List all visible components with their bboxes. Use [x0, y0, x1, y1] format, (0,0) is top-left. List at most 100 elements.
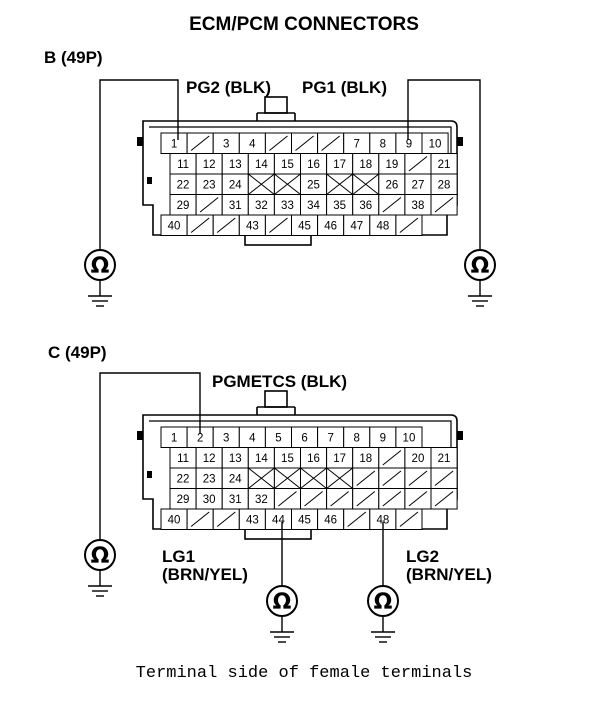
empty-terminal-slash: [434, 470, 454, 486]
terminal-23: 23: [203, 473, 216, 485]
terminal-48: 48: [376, 514, 389, 526]
terminal-32: 32: [255, 494, 268, 506]
terminal-12: 12: [203, 159, 216, 171]
latch-tab: [264, 390, 288, 408]
terminal-13: 13: [229, 159, 242, 171]
terminal-1: 1: [171, 432, 177, 444]
terminal-17: 17: [333, 453, 346, 465]
ohm-symbol: Ω: [374, 590, 393, 615]
empty-terminal-slash: [330, 491, 350, 507]
terminal-5: 5: [275, 432, 281, 444]
terminal-24: 24: [229, 473, 242, 485]
terminal-45: 45: [298, 220, 311, 232]
empty-terminal-slash: [408, 491, 428, 507]
terminal-14: 14: [255, 453, 268, 465]
terminal-19: 19: [385, 159, 398, 171]
terminal-9: 9: [380, 432, 386, 444]
empty-terminal-slash: [399, 217, 419, 233]
terminal-14: 14: [255, 159, 268, 171]
empty-terminal-slash: [269, 217, 288, 233]
lg2-label: LG2: [406, 547, 440, 566]
empty-terminal-slash: [304, 491, 323, 507]
terminal-44: 44: [272, 514, 285, 526]
terminal-24: 24: [229, 179, 242, 191]
lg1-label: LG1: [162, 547, 196, 566]
terminal-17: 17: [333, 159, 346, 171]
terminal-36: 36: [359, 200, 372, 212]
terminal-7: 7: [327, 432, 333, 444]
terminal-45: 45: [298, 514, 311, 526]
ohm-symbol: Ω: [91, 254, 110, 279]
connector-c-label: C (49P): [48, 343, 107, 362]
connector-key: [244, 234, 312, 246]
terminal-46: 46: [324, 514, 337, 526]
empty-terminal-slash: [356, 470, 376, 486]
terminal-22: 22: [177, 179, 190, 191]
latch-base: [256, 112, 296, 121]
probe-wire: [407, 79, 481, 250]
latch-tab: [264, 96, 288, 114]
side-key-right: [457, 431, 463, 440]
terminal-30: 30: [203, 494, 216, 506]
latch-base: [256, 406, 296, 415]
terminal-35: 35: [333, 200, 346, 212]
ohm-symbol: Ω: [91, 544, 110, 569]
empty-terminal-slash: [190, 511, 210, 527]
connector-housing: [142, 120, 458, 236]
blank-terminal-cross: [326, 173, 354, 195]
terminal-22: 22: [177, 473, 190, 485]
terminal-9: 9: [406, 138, 412, 150]
empty-terminal-slash: [278, 491, 297, 507]
terminal-16: 16: [307, 453, 320, 465]
terminal-16: 16: [307, 159, 320, 171]
side-key-left-lower: [147, 471, 152, 478]
terminal-32: 32: [255, 200, 268, 212]
terminal-26: 26: [385, 179, 398, 191]
terminal-4: 4: [249, 138, 256, 150]
empty-terminal-slash: [382, 197, 402, 213]
probe-wire: [99, 372, 201, 540]
connector-housing: [142, 414, 458, 530]
empty-terminal-slash: [356, 491, 376, 507]
pg1-label: PG1 (BLK): [302, 78, 387, 97]
terminal-28: 28: [438, 179, 451, 191]
terminal-21: 21: [438, 453, 451, 465]
terminal-8: 8: [354, 432, 360, 444]
empty-terminal-slash: [216, 511, 236, 527]
probe-wire: [99, 79, 179, 250]
pg2-label: PG2 (BLK): [186, 78, 271, 97]
ohmmeter-right-b: Ω: [464, 249, 496, 281]
lg1-color: (BRN/YEL): [162, 565, 248, 584]
terminal-13: 13: [229, 453, 242, 465]
terminal-10: 10: [403, 432, 416, 444]
terminal-11: 11: [177, 159, 189, 171]
side-key-left: [137, 431, 143, 440]
terminal-34: 34: [307, 200, 320, 212]
empty-terminal-slash: [199, 197, 219, 213]
terminal-7: 7: [354, 138, 360, 150]
terminal-15: 15: [281, 159, 294, 171]
terminal-25: 25: [307, 179, 320, 191]
terminal-46: 46: [324, 220, 337, 232]
empty-terminal-slash: [434, 197, 454, 213]
blank-terminal-cross: [352, 173, 380, 195]
terminal-3: 3: [223, 432, 229, 444]
terminal-3: 3: [223, 138, 229, 150]
empty-terminal-slash: [216, 217, 236, 233]
blank-terminal-cross: [274, 173, 301, 195]
terminal-48: 48: [376, 220, 389, 232]
terminal-23: 23: [203, 179, 216, 191]
ohmmeter-lg1: Ω: [266, 585, 298, 617]
terminal-38: 38: [412, 200, 425, 212]
ohmmeter-lg2: Ω: [367, 585, 399, 617]
empty-terminal-slash: [408, 470, 428, 486]
empty-terminal-slash: [295, 135, 314, 151]
blank-terminal-cross: [300, 467, 327, 489]
blank-terminal-cross: [247, 467, 275, 489]
side-key-right: [457, 137, 463, 146]
test-wires: Ω Ω Ω Ω Ω: [84, 79, 496, 643]
terminal-43: 43: [246, 514, 259, 526]
empty-terminal-slash: [434, 491, 454, 507]
